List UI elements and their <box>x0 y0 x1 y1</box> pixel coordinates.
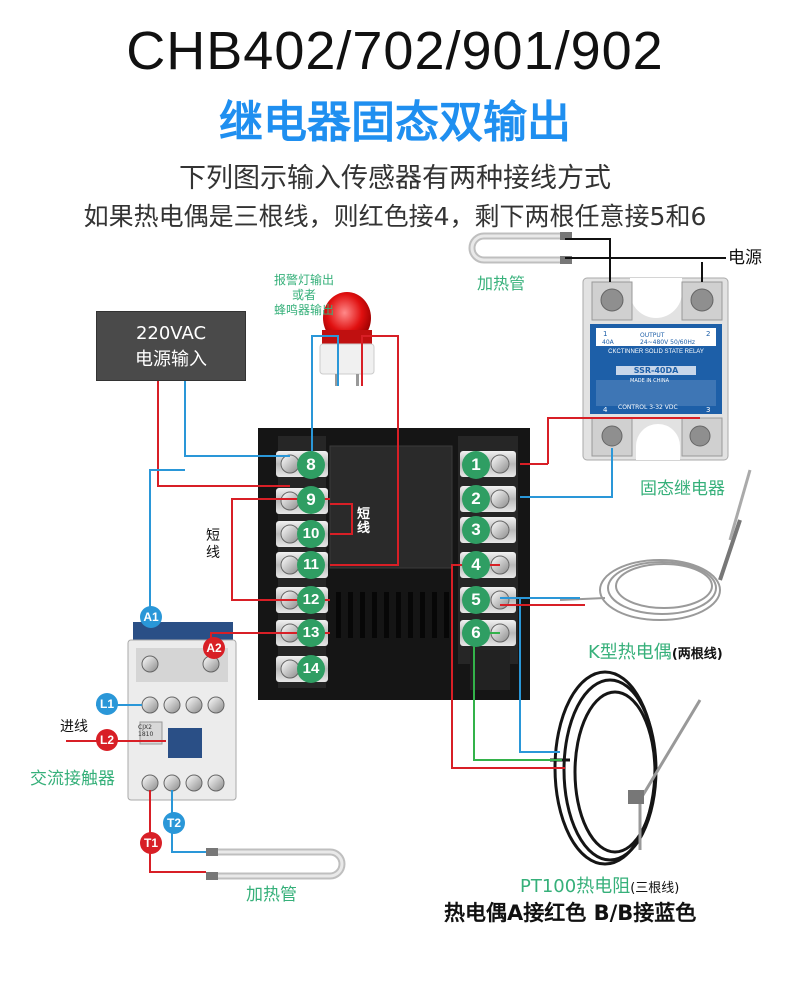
terminal-13: 13 <box>297 619 325 647</box>
ssr-control: CONTROL 3-32 VDC <box>618 404 678 411</box>
ssr-label: 固态继电器 <box>640 479 725 499</box>
incoming-line-label: 进线 <box>60 719 88 735</box>
terminal-12: 12 <box>297 586 325 614</box>
ssr-current: 40A <box>602 339 614 346</box>
heater-top-icon <box>468 232 572 264</box>
heater-bottom-label: 加热管 <box>246 885 297 905</box>
terminal-9: 9 <box>297 486 325 514</box>
ssr-model: SSR-40DA <box>616 366 696 375</box>
output-type-title: 继电器固态双输出 <box>219 97 571 148</box>
ssr-terminal-1: 1 <box>603 330 608 338</box>
contactor-l1-badge: L1 <box>96 693 118 715</box>
terminal-6: 6 <box>462 619 490 647</box>
alarm-lamp-icon <box>319 292 375 386</box>
heater-bottom-icon <box>206 848 346 880</box>
short-wire-label-left: 短线 <box>206 528 220 561</box>
thermocouple-note: 如果热电偶是三根线，则红色接4，剩下两根任意接5和6 <box>83 202 707 231</box>
power-input-box: 220VAC 电源输入 <box>96 311 246 381</box>
contactor-t1-badge: T1 <box>140 832 162 854</box>
contactor-t2-badge: T2 <box>163 812 185 834</box>
terminal-11: 11 <box>297 551 325 579</box>
terminal-14: 14 <box>297 655 325 683</box>
pt100-rtd-icon <box>550 670 702 866</box>
power-voltage: 220VAC <box>135 323 207 344</box>
short-wire-label-right: 短线 <box>357 507 371 536</box>
ssr-made-in: MADE IN CHINA <box>630 378 670 384</box>
contactor-a2-badge: A2 <box>203 637 225 659</box>
ssr-terminal-3: 3 <box>706 406 711 414</box>
alarm-output-label: 报警灯输出 或者 蜂鸣器输出 <box>273 273 334 317</box>
contactor-icon <box>127 622 237 801</box>
power-label: 电源 <box>728 248 762 268</box>
model-title: CHB402/702/901/902 <box>126 21 664 81</box>
terminal-10: 10 <box>297 520 325 548</box>
terminal-1: 1 <box>462 451 490 479</box>
terminal-4: 4 <box>462 551 490 579</box>
pt100-label: PT100热电阻(三根线) <box>520 876 680 897</box>
ssr-brand: CKCTINNER SOLID STATE RELAY <box>608 349 704 355</box>
terminal-2: 2 <box>462 485 490 513</box>
ssr-terminal-4: 4 <box>603 406 608 414</box>
ssr-output-text: OUTPUT <box>640 332 665 339</box>
terminal-5: 5 <box>462 586 490 614</box>
contactor-label: 交流接触器 <box>30 769 115 789</box>
terminal-3: 3 <box>462 516 490 544</box>
k-thermocouple-icon <box>559 469 752 621</box>
wiring-description: 下列图示输入传感器有两种接线方式 <box>179 163 611 194</box>
ssr-terminal-2: 2 <box>706 330 711 338</box>
contactor-l2-badge: L2 <box>96 729 118 751</box>
sensor-color-note: 热电偶A接红色 B/B接蓝色 <box>444 901 697 925</box>
contactor-a1-badge: A1 <box>140 606 162 628</box>
k-thermocouple-label: K型热电偶(两根线) <box>588 642 723 663</box>
heater-top-label: 加热管 <box>477 274 526 293</box>
ssr-rating: 24~480V 50/60Hz <box>640 339 696 346</box>
terminal-8: 8 <box>297 451 325 479</box>
power-input-text: 电源输入 <box>135 349 207 370</box>
contactor-model: CJX2 1810 <box>138 724 154 738</box>
